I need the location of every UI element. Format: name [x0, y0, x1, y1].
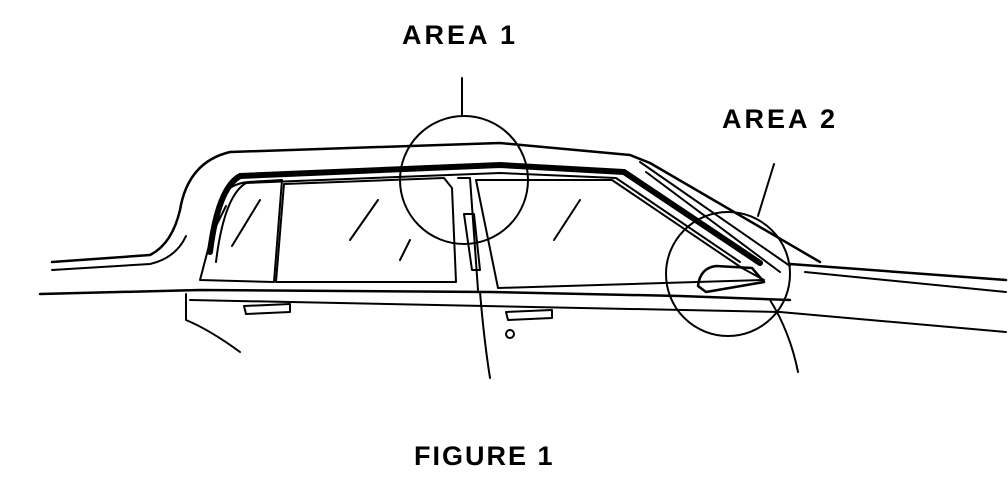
area2-leader-line — [757, 163, 775, 217]
trunk-line-lower — [51, 235, 187, 271]
hood-line-lower — [804, 271, 1007, 293]
a-pillar — [639, 161, 791, 273]
drip-molding-inner — [215, 172, 741, 263]
door-seam — [479, 291, 491, 379]
b-pillar — [457, 177, 481, 291]
belt-line-lower — [189, 299, 781, 313]
area2-label: AREA 2 — [722, 104, 839, 134]
figure-caption: FIGURE 1 — [414, 441, 555, 471]
rear-door-handle — [243, 303, 291, 315]
belt-line — [38, 288, 792, 302]
rear-door-window — [275, 177, 457, 283]
door-lock — [505, 329, 515, 339]
glass-glare — [213, 199, 581, 261]
rear-door-panel — [185, 293, 241, 353]
hood-line — [788, 262, 1008, 282]
front-door-handle — [505, 309, 553, 321]
trunk-line — [50, 141, 652, 264]
front-door-window — [475, 179, 765, 289]
fender-line — [779, 311, 1007, 333]
rear-quarter-window — [199, 179, 283, 283]
area1-label: AREA 1 — [402, 20, 519, 50]
area2-callout-circle — [665, 211, 791, 337]
side-mirror — [696, 264, 766, 294]
front-door-seam — [769, 299, 799, 373]
area1-callout-circle — [399, 115, 529, 245]
